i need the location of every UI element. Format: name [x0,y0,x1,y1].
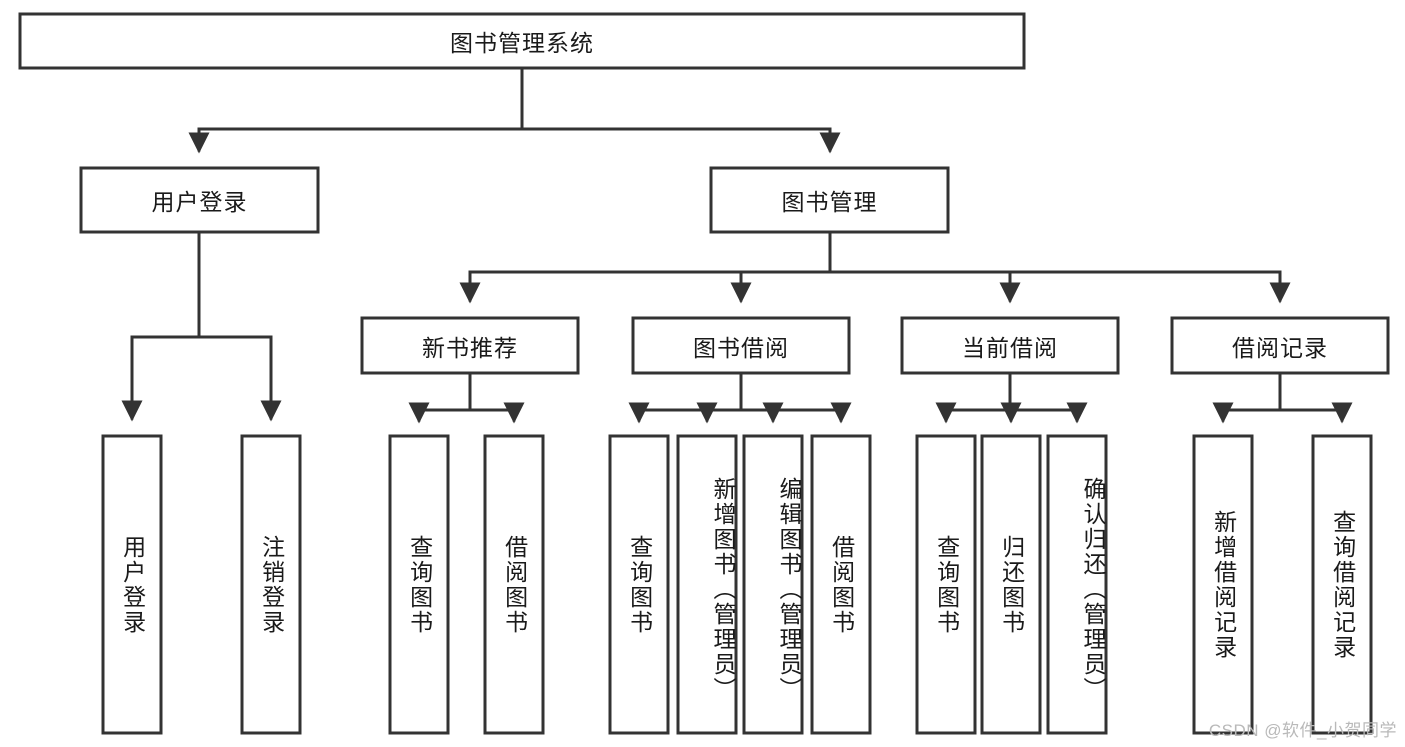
node-box-book-manage[interactable] [709,166,950,234]
connector-userlogin-to-leaves [121,230,282,422]
node-box-current-return-book[interactable] [980,434,1042,735]
node-box-user-login-login[interactable] [101,434,163,735]
node-box-new-book-recommend[interactable] [360,316,580,375]
node-box-record-query[interactable] [1311,434,1373,735]
node-box-borrow-add-book[interactable] [676,434,738,735]
connector-bookborrow-to-leaves [628,371,852,424]
connector-currentborrow-to-leaves [935,371,1088,424]
node-box-record-add[interactable] [1192,434,1254,735]
connector-bookmanage-to-level3 [459,230,1291,304]
node-box-borrow-record[interactable] [1170,316,1390,375]
watermark-text: CSDN @软件_小贺同学 [1208,721,1397,740]
node-box-current-confirm-return[interactable] [1046,434,1108,735]
connector-borrowrecord-to-leaves [1212,371,1353,424]
node-box-root[interactable] [18,12,1026,70]
connector-recommend-to-leaves [408,371,525,424]
node-box-current-query-book[interactable] [915,434,977,735]
node-box-borrow-edit-book[interactable] [742,434,804,735]
node-box-book-borrow[interactable] [631,316,851,375]
connector-root-to-level2 [188,66,841,154]
node-box-recommend-borrow-book[interactable] [483,434,545,735]
node-box-current-borrow[interactable] [900,316,1120,375]
node-box-borrow-query-book[interactable] [608,434,670,735]
node-box-recommend-query-book[interactable] [388,434,450,735]
node-box-borrow-borrow-book[interactable] [810,434,872,735]
node-box-user-login-logout[interactable] [240,434,302,735]
node-box-user-login[interactable] [79,166,320,234]
